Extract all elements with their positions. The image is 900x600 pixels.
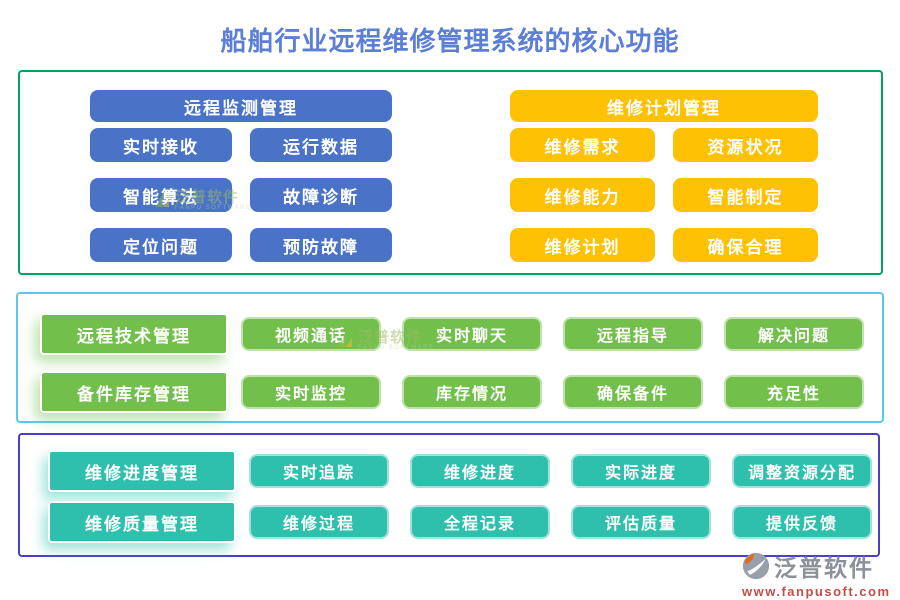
- maintenance-planning-group: 维修计划管理 维修需求 资源状况 维修能力 智能制定 维修计划 确保合理: [510, 90, 818, 262]
- block-item: 预防故障: [250, 228, 392, 262]
- block-quality-label: 维修质量管理: [48, 501, 236, 543]
- quality-row: 维修质量管理 维修过程 全程记录 评估质量 提供反馈: [48, 501, 872, 543]
- block-item: 维修需求: [510, 128, 655, 162]
- block-item: 维修能力: [510, 178, 655, 212]
- section-tech-inventory: 远程技术管理 视频通话 实时聊天 远程指导 解决问题 备件库存管理 实时监控 库…: [16, 292, 884, 423]
- block-item: 维修过程: [249, 505, 389, 539]
- block-item: 资源状况: [673, 128, 818, 162]
- block-item: 库存情况: [402, 375, 542, 409]
- block-item: 维修计划: [510, 228, 655, 262]
- block-item: 调整资源分配: [732, 454, 872, 488]
- section-progress-quality: 维修进度管理 实时追踪 维修进度 实际进度 调整资源分配 维修质量管理 维修过程…: [18, 433, 880, 557]
- block-maintenance-planning-header: 维修计划管理: [510, 90, 818, 122]
- progress-row: 维修进度管理 实时追踪 维修进度 实际进度 调整资源分配: [48, 450, 872, 492]
- block-item: 实时监控: [241, 375, 381, 409]
- block-item: 智能算法: [90, 178, 232, 212]
- block-item: 实时接收: [90, 128, 232, 162]
- spare-inventory-row: 备件库存管理 实时监控 库存情况 确保备件 充足性: [40, 371, 864, 413]
- block-item: 故障诊断: [250, 178, 392, 212]
- remote-monitoring-items: 实时接收 运行数据 智能算法 故障诊断 定位问题 预防故障: [90, 128, 392, 262]
- block-item: 实时聊天: [402, 317, 542, 351]
- logo-name: 泛普软件: [774, 555, 874, 581]
- block-item: 维修进度: [410, 454, 550, 488]
- block-spare-inventory-label: 备件库存管理: [40, 371, 228, 413]
- block-item: 解决问题: [724, 317, 864, 351]
- block-item: 实际进度: [571, 454, 711, 488]
- block-remote-tech-label: 远程技术管理: [40, 313, 228, 355]
- block-item: 充足性: [724, 375, 864, 409]
- block-item: 视频通话: [241, 317, 381, 351]
- block-remote-monitoring-header: 远程监测管理: [90, 90, 392, 122]
- block-item: 智能制定: [673, 178, 818, 212]
- remote-monitoring-group: 远程监测管理 实时接收 运行数据 智能算法 故障诊断 定位问题 预防故障: [90, 90, 392, 262]
- block-item: 提供反馈: [732, 505, 872, 539]
- block-item: 远程指导: [563, 317, 703, 351]
- block-item: 全程记录: [410, 505, 550, 539]
- section-monitoring-planning: 远程监测管理 实时接收 运行数据 智能算法 故障诊断 定位问题 预防故障 维修计…: [18, 70, 883, 275]
- block-item: 实时追踪: [249, 454, 389, 488]
- block-item: 运行数据: [250, 128, 392, 162]
- block-progress-label: 维修进度管理: [48, 450, 236, 492]
- page-title: 船舶行业远程维修管理系统的核心功能: [220, 26, 680, 56]
- block-item: 确保备件: [563, 375, 703, 409]
- block-item: 确保合理: [673, 228, 818, 262]
- fanpu-logo-icon: [742, 552, 770, 580]
- fanpu-logo: 泛普软件 www.fanpusoft.com: [742, 549, 891, 599]
- block-item: 评估质量: [571, 505, 711, 539]
- block-item: 定位问题: [90, 228, 232, 262]
- remote-tech-row: 远程技术管理 视频通话 实时聊天 远程指导 解决问题: [40, 313, 864, 355]
- logo-url: www.fanpusoft.com: [742, 584, 891, 599]
- maintenance-planning-items: 维修需求 资源状况 维修能力 智能制定 维修计划 确保合理: [510, 128, 818, 262]
